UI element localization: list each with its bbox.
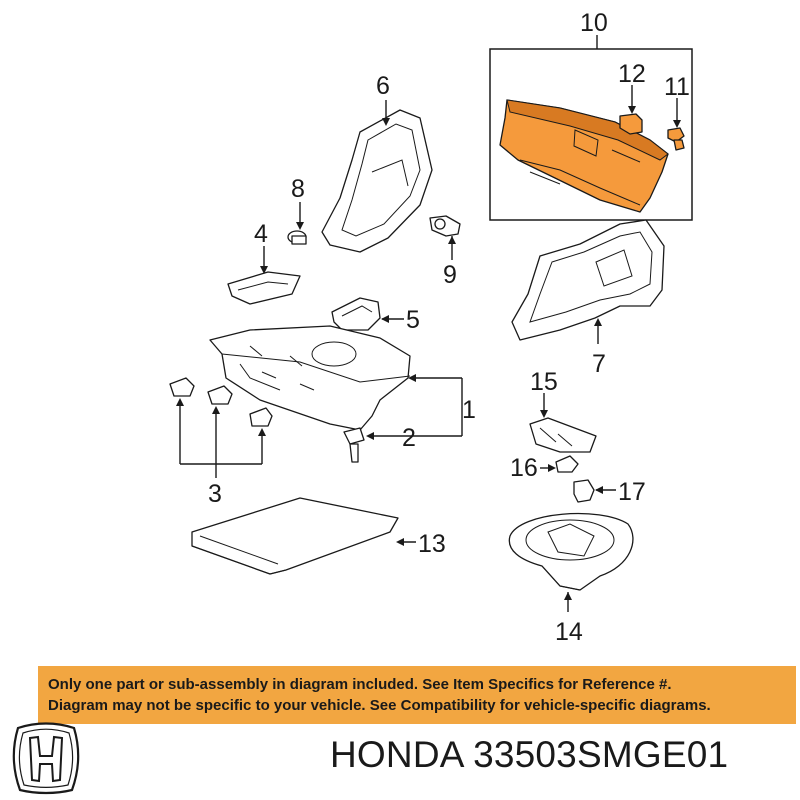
part-6-side-trim [321,109,433,253]
callout-2: 2 [402,424,416,452]
part-8-pin [287,230,307,245]
callout-4: 4 [254,220,268,248]
brand-name: HONDA [330,734,463,775]
leader-arrowheads [176,106,681,600]
part-16-clip [555,455,579,473]
part-10-frame [489,48,693,221]
callout-9: 9 [443,261,457,289]
part-3-clips [169,377,273,427]
part-9-clip [429,215,461,237]
honda-h-logo-icon [12,722,80,795]
clip-12 [619,113,643,135]
callout-13: 13 [418,530,446,558]
part-13-floor-board [191,497,399,575]
callout-8: 8 [291,175,305,203]
callout-10: 10 [580,9,608,37]
callout-7: 7 [592,350,606,378]
disclaimer-banner: Only one part or sub-assembly in diagram… [38,666,796,724]
part-number: 33503SMGE01 [473,734,729,775]
callout-1: 1 [462,396,476,424]
callout-14: 14 [555,618,583,646]
part-14-tray [508,512,634,591]
disclaimer-line-1: Only one part or sub-assembly in diagram… [48,676,672,693]
part-1-rear-shelf [209,325,411,431]
clip-11 [667,127,685,151]
callout-15: 15 [530,368,558,396]
callout-11: 11 [664,73,690,101]
disclaimer-line-2: Diagram may not be specific to your vehi… [48,697,711,714]
part-title: HONDA 33503SMGE01 [330,734,728,776]
callout-6: 6 [376,72,390,100]
part-2-bolt [343,427,365,463]
part-17-cap [573,479,595,503]
part-4-cover [227,271,301,305]
part-15-bracket [529,417,597,453]
part-10-group: 10 12 11 [489,9,693,221]
highlighted-panel [499,99,669,213]
callout-17: 17 [618,478,646,506]
part-5-cover [331,297,381,331]
callout-12: 12 [618,60,646,88]
callout-5: 5 [406,306,420,334]
parts-diagram: 10 12 11 6 8 [169,9,693,646]
callout-16: 16 [510,454,538,482]
part-7-side-trim [511,219,665,341]
callout-3: 3 [208,480,222,508]
